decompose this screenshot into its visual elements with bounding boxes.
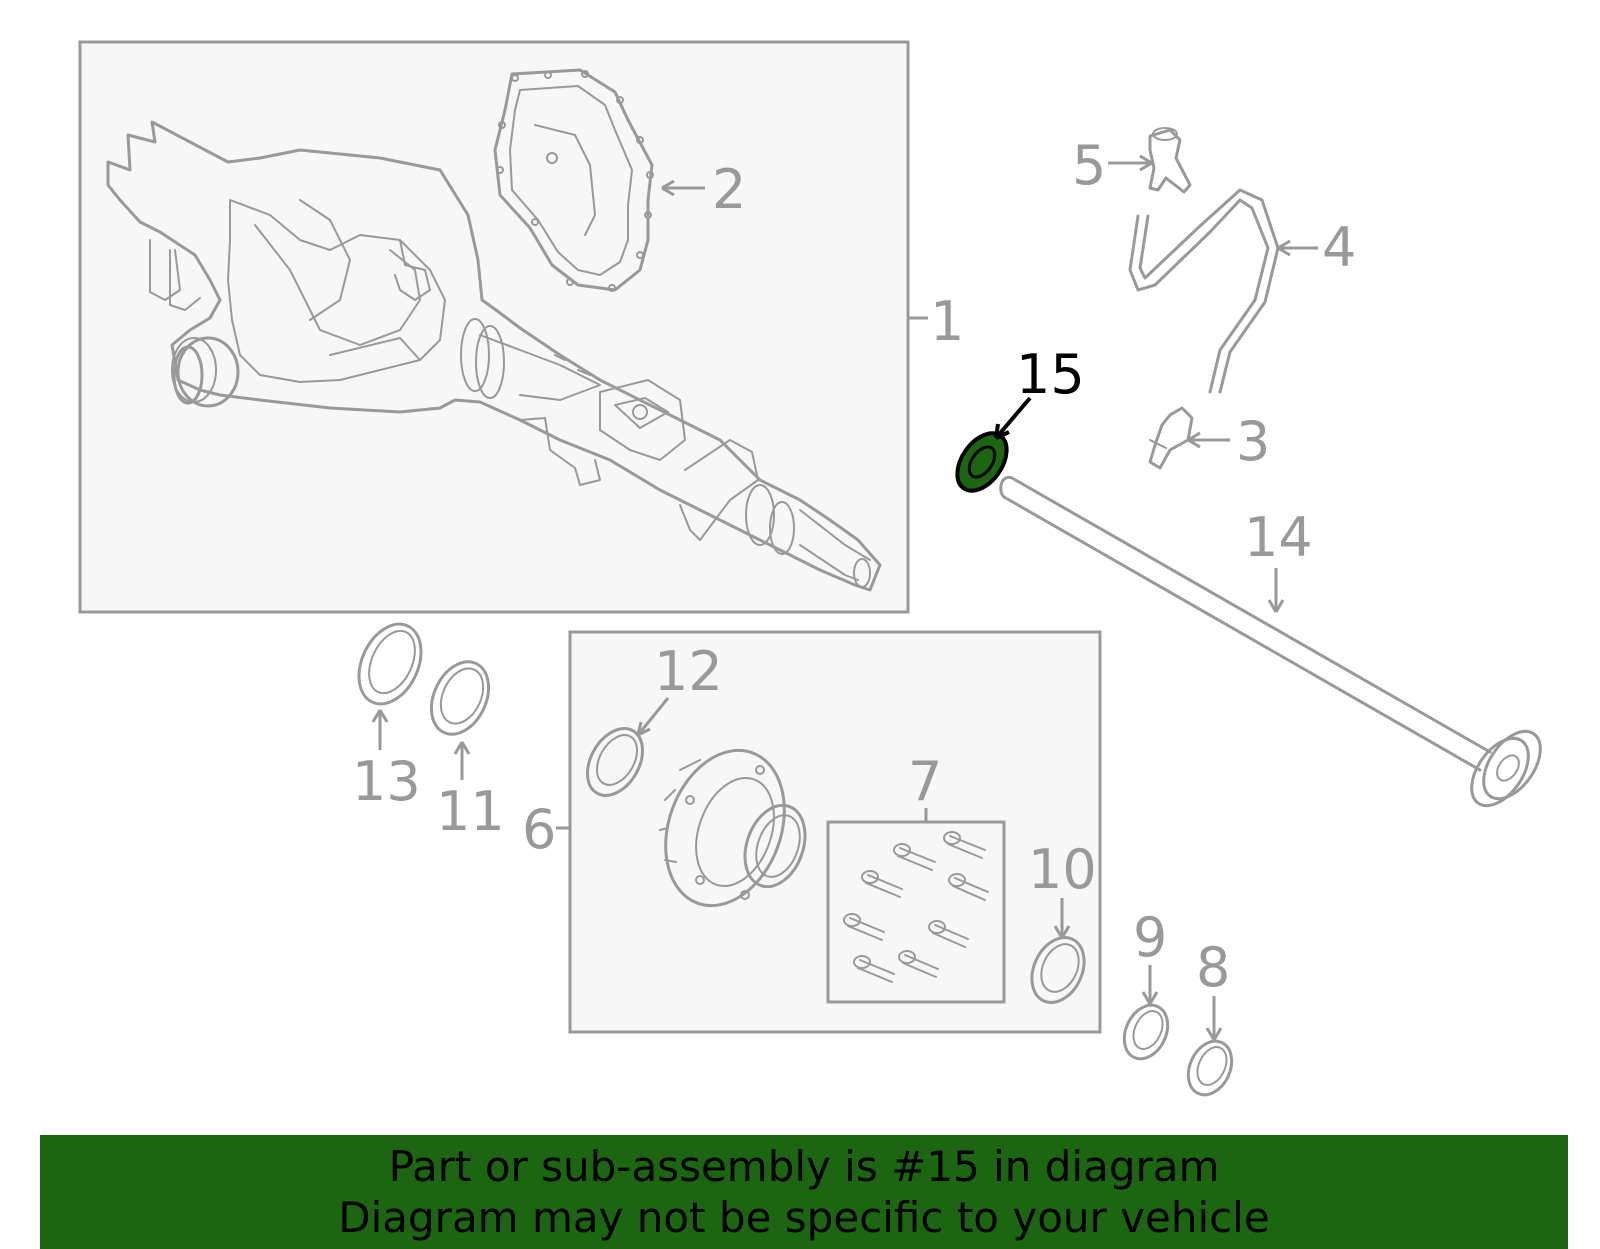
diff-cover-drawing xyxy=(493,68,654,292)
callout-15[interactable]: 15 xyxy=(1016,343,1085,406)
callout-9: 9 xyxy=(1133,906,1167,969)
callout-7: 7 xyxy=(908,750,942,813)
ring-9-drawing xyxy=(1122,1003,1170,1061)
leader-lines xyxy=(371,154,1318,1041)
callout-2: 2 xyxy=(712,158,746,221)
callout-4: 4 xyxy=(1322,216,1356,279)
hub-drawing xyxy=(659,748,807,908)
vent-tube-drawing xyxy=(1128,188,1280,394)
callout-10: 10 xyxy=(1028,838,1097,901)
callout-5: 5 xyxy=(1072,134,1106,197)
callout-8: 8 xyxy=(1196,936,1230,999)
part-15-seal[interactable] xyxy=(947,424,1016,499)
banner-line-1: Part or sub-assembly is #15 in diagram xyxy=(388,1142,1220,1191)
banner-line-2: Diagram may not be specific to your vehi… xyxy=(338,1193,1270,1242)
seal-12-drawing xyxy=(586,727,644,797)
vent-connector-drawing xyxy=(1148,406,1194,470)
breather-drawing xyxy=(1148,127,1192,194)
seal-13-drawing xyxy=(357,622,423,706)
callout-14: 14 xyxy=(1244,506,1313,569)
bolts-drawing xyxy=(843,831,989,983)
part-15-seal-inner xyxy=(967,445,997,479)
seal-11-drawing xyxy=(429,660,491,736)
info-banner: Part or sub-assembly is #15 in diagram D… xyxy=(40,1135,1568,1249)
callout-13: 13 xyxy=(352,750,421,813)
callout-1: 1 xyxy=(930,290,964,353)
axle-housing-drawing xyxy=(106,120,882,592)
axle-shaft-drawing xyxy=(999,475,1542,808)
callout-3: 3 xyxy=(1236,410,1270,473)
callout-6: 6 xyxy=(522,798,556,861)
bolts-box xyxy=(826,820,1006,1004)
seal-10-drawing xyxy=(1030,936,1086,1004)
ring-8-drawing xyxy=(1186,1039,1234,1097)
callout-12: 12 xyxy=(654,640,723,703)
callout-11: 11 xyxy=(436,780,505,843)
